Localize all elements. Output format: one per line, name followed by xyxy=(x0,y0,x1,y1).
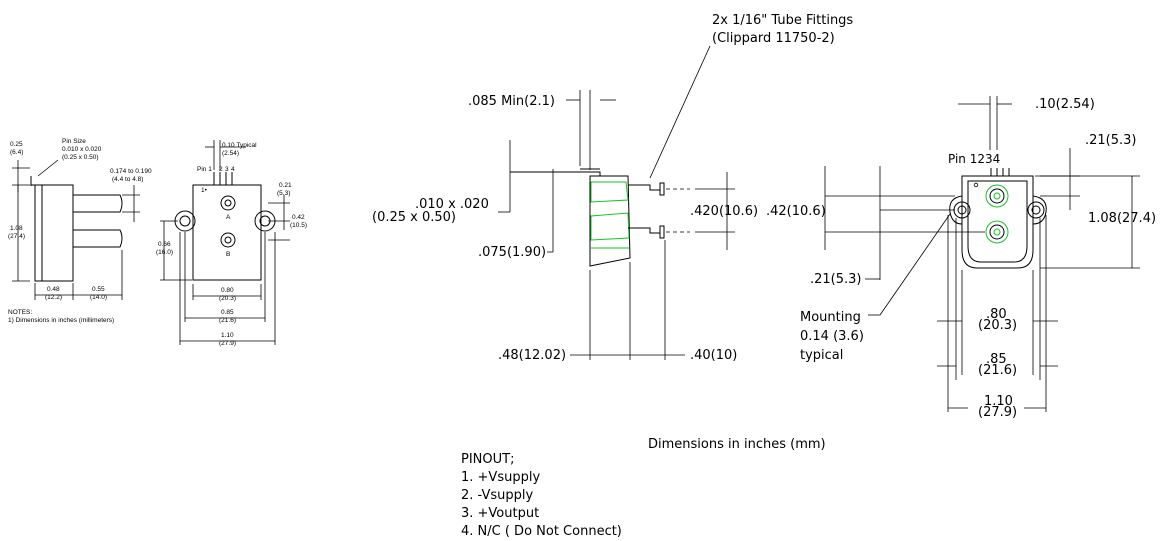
dim-0-25: 0.25 xyxy=(10,141,23,148)
d110-mm: (27.9) xyxy=(219,340,236,347)
d066-mm: (16.0) xyxy=(156,249,173,256)
dim-080-mm: (20.3) xyxy=(978,318,1017,333)
depth1-in: 0.48 xyxy=(47,286,60,293)
notes-title: NOTES: xyxy=(8,309,32,316)
dim-075: .075(1.90) xyxy=(478,245,546,260)
depth2-in: 0.55 xyxy=(92,286,105,293)
pin-num-4: 4 xyxy=(231,166,235,173)
pinout-item: 3. +Voutput xyxy=(461,506,539,521)
mounting-label-2: 0.14 (3.6) xyxy=(800,329,864,344)
depth1-mm: (12.2) xyxy=(45,294,62,301)
mounting-label-1: Mounting xyxy=(800,310,861,325)
pin-dim-mm: (0.25 x 0.50) xyxy=(372,210,456,225)
d080-in: 0.80 xyxy=(221,287,234,294)
pin-size-label: Pin Size xyxy=(62,138,86,145)
dim-040: .40(10) xyxy=(690,348,737,363)
dim-080-in: .80 xyxy=(986,307,1007,322)
pin-spacing-mm: (2.54) xyxy=(222,150,239,157)
fitting-range-in: 0.174 to 0.190 xyxy=(110,168,152,175)
pin1-marker: 1• xyxy=(201,187,208,194)
port-a-label: A xyxy=(226,214,231,221)
d085-in: 0.85 xyxy=(221,309,234,316)
d021-mm: (5.3) xyxy=(277,190,290,197)
d042-mm: (10.5) xyxy=(290,222,307,229)
dim-110-mm: (27.9) xyxy=(978,405,1017,420)
pinout-item: 2. -Vsupply xyxy=(461,488,533,503)
fittings-label-1: 2x 1/16" Tube Fittings xyxy=(712,13,853,28)
d021-in: 0.21 xyxy=(279,182,292,189)
mounting-label-3: typical xyxy=(800,348,843,363)
pinout-list: PINOUT; 1. +Vsupply 2. -Vsupply 3. +Vout… xyxy=(461,452,622,539)
height-in: 1.08 xyxy=(10,225,23,232)
pin-num-3: 3 xyxy=(225,166,229,173)
dim-021-bottom: .21(5.3) xyxy=(810,272,862,287)
pin-spacing-in: 0.10 Typical xyxy=(222,142,257,149)
pin-label: Pin 1 xyxy=(197,166,212,173)
dim-085-in: .85 xyxy=(986,352,1007,367)
dim-085-mm: (21.6) xyxy=(978,363,1017,378)
left-front-view: 0.10 Typical (2.54) Pin 1 2 3 4 1• A B 0… xyxy=(156,140,307,347)
port-b-label: B xyxy=(226,251,230,258)
pinout-item: 1. +Vsupply xyxy=(461,470,540,485)
pinout-title: PINOUT; xyxy=(461,452,514,467)
middle-side-view: 2x 1/16" Tube Fittings (Clippard 11750-2… xyxy=(372,13,853,363)
dim-0-25-mm: (6.4) xyxy=(10,149,23,156)
dim-085-min: .085 Min(2.1) xyxy=(468,94,555,109)
d110-in: 1.10 xyxy=(221,332,234,339)
pin-label-right: Pin 1234 xyxy=(948,152,1000,166)
d080-mm: (20.3) xyxy=(219,295,236,302)
pin-size-in: 0.010 x 0.020 xyxy=(62,146,102,153)
dim-420: .420(10.6) xyxy=(690,204,758,219)
d085-mm: (21.6) xyxy=(219,317,236,324)
dim-042: .42(10.6) xyxy=(766,204,826,219)
pinout-item: 4. N/C ( Do Not Connect) xyxy=(461,524,622,539)
height-mm: (27.4) xyxy=(8,233,25,240)
depth2-mm: (14.0) xyxy=(90,294,107,301)
pin-num-2: 2 xyxy=(219,166,223,173)
dim-048: .48(12.02) xyxy=(498,348,566,363)
left-side-view: 0.25 (6.4) Pin Size 0.010 x 0.020 (0.25 … xyxy=(8,138,152,324)
pin-size-mm: (0.25 x 0.50) xyxy=(62,154,99,161)
pin-dim-in: .010 x .020 xyxy=(415,197,489,212)
notes-item-1: 1) Dimensions in inches (millimeters) xyxy=(8,317,114,324)
d042-in: 0.42 xyxy=(292,214,305,221)
fittings-label-2: (Clippard 11750-2) xyxy=(712,31,835,46)
dim-110-in: 1.10 xyxy=(984,394,1013,409)
dim-021-top: .21(5.3) xyxy=(1085,133,1137,148)
units-caption: Dimensions in inches (mm) xyxy=(648,437,826,452)
dim-010: .10(2.54) xyxy=(1035,97,1095,112)
dim-108: 1.08(27.4) xyxy=(1088,211,1156,226)
right-front-view: .10(2.54) Pin 1234 .21(5.3) 1.08(27.4) .… xyxy=(766,96,1156,420)
d066-in: 0.66 xyxy=(158,241,171,248)
fitting-range-mm: (4.4 to 4.8) xyxy=(112,176,143,183)
